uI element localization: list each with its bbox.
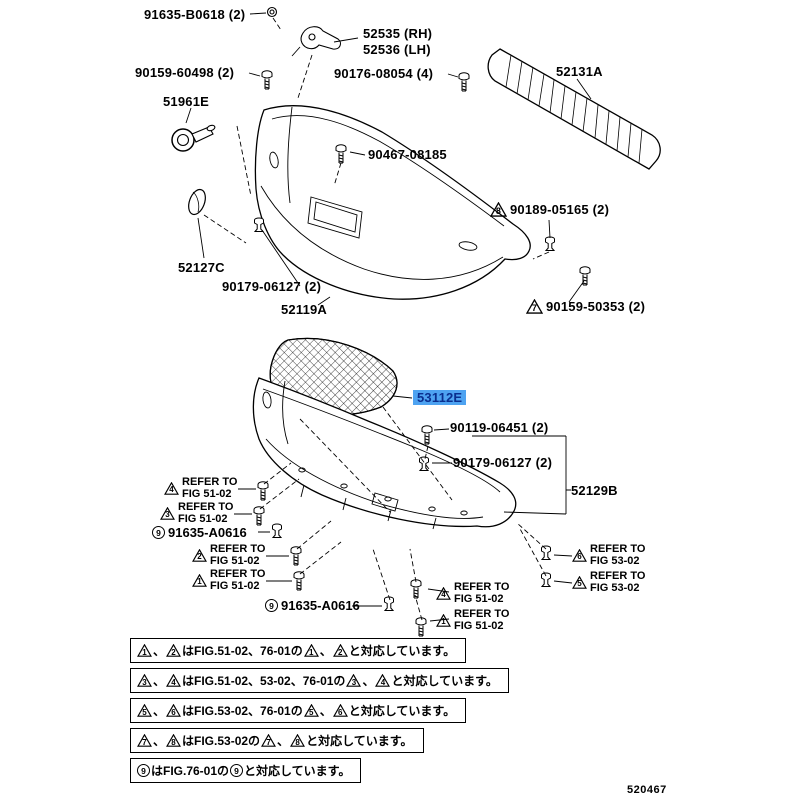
- part-label-91635-a0616-left[interactable]: 9 91635-A0616: [152, 526, 247, 539]
- part-label-52127c[interactable]: 52127C: [178, 260, 225, 275]
- circle-marker: 9: [230, 764, 244, 777]
- reinforcement-bar-drawing: [487, 48, 661, 170]
- triangle-marker: 1: [137, 644, 152, 657]
- warning-triangle-1-icon: 1: [436, 613, 451, 627]
- circle-9-icon: 9: [265, 599, 278, 612]
- circle-9-icon: 9: [152, 526, 165, 539]
- triangle-marker: 2: [166, 644, 181, 657]
- note-row-3: 5 、 6 はFIG.53-02、76-01の 5 、 6 と対応しています。: [130, 698, 467, 723]
- triangle-marker: 3: [137, 674, 152, 687]
- triangle-marker: 7: [261, 734, 277, 747]
- part-label-52535-52536[interactable]: 52535 (RH) 52536 (LH): [363, 26, 432, 58]
- part-number-text: 91635-A0616: [168, 524, 247, 540]
- parts-diagram: [171, 6, 661, 637]
- triangle-marker: 2: [332, 644, 348, 657]
- upper-bumper-drawing: [254, 105, 531, 300]
- warning-triangle-4-icon: 4: [436, 586, 451, 600]
- part-label-52131a[interactable]: 52131A: [556, 64, 603, 79]
- triangle-marker: 6: [166, 704, 181, 717]
- part-number-text: 91635-A0616: [281, 597, 360, 613]
- warning-triangle-5-icon: 5: [572, 575, 587, 589]
- triangle-marker: 4: [166, 674, 181, 687]
- triangle-marker: 4: [375, 674, 391, 687]
- note-row-1: 1 、 2 はFIG.51-02、76-01の 1 、 2 と対応しています。: [130, 638, 467, 663]
- part-label-90189-05165[interactable]: 8 90189-05165 (2): [490, 202, 609, 217]
- bumper-hole-cover-drawing: [188, 188, 206, 216]
- part-label-90179-06127-upper[interactable]: 90179-06127 (2): [222, 279, 322, 294]
- tow-hook-drawing: [171, 124, 216, 152]
- triangle-marker: 7: [137, 734, 152, 747]
- correspondence-notes: 1 、 2 はFIG.51-02、76-01の 1 、 2 と対応しています。 …: [130, 638, 509, 788]
- note-row-5: 9 はFIG.76-01の 9 と対応しています。: [130, 758, 362, 783]
- warning-triangle-4-icon: 4: [164, 481, 179, 495]
- drawing-number: 520467: [627, 784, 667, 796]
- part-label-90159-60498[interactable]: 90159-60498 (2): [135, 65, 235, 80]
- part-label-90176-08054[interactable]: 90176-08054 (4): [334, 66, 434, 81]
- part-label-91635-b0618[interactable]: 91635-B0618 (2): [144, 7, 246, 22]
- note-row-4: 7 、 8 はFIG.53-02の 7 、 8 と対応しています。: [130, 728, 424, 753]
- part-label-53112e-highlighted[interactable]: 53112E: [413, 390, 467, 405]
- retainer-bracket-drawing: [291, 26, 342, 57]
- lower-bumper-drawing: [252, 377, 517, 530]
- part-number-text: 90189-05165 (2): [510, 202, 610, 217]
- part-label-91635-a0616-bottom[interactable]: 9 91635-A0616: [265, 599, 360, 612]
- warning-triangle-1-icon: 1: [192, 573, 207, 587]
- note-row-2: 3 、 4 はFIG.51-02、53-02、76-01の 3 、 4 と対応し…: [130, 668, 509, 693]
- part-number-text: 52536 (LH): [363, 42, 431, 57]
- part-label-90119-06451[interactable]: 90119-06451 (2): [450, 420, 549, 435]
- dashed-lines: [203, 17, 550, 621]
- circle-marker: 9: [137, 764, 150, 777]
- warning-triangle-6-icon: 6: [572, 548, 587, 562]
- triangle-marker: 8: [166, 734, 181, 747]
- warning-triangle-3-icon: 3: [160, 506, 175, 520]
- part-label-52129b[interactable]: 52129B: [571, 483, 618, 498]
- warning-triangle-7-icon: 7: [526, 299, 543, 314]
- triangle-marker: 3: [346, 674, 362, 687]
- leader-lines: [185, 12, 592, 622]
- triangle-marker: 5: [303, 704, 319, 717]
- part-label-51961e[interactable]: 51961E: [163, 94, 210, 109]
- part-label-90179-06127-lower[interactable]: 90179-06127 (2): [453, 455, 553, 470]
- triangle-marker: 6: [332, 704, 348, 717]
- warning-triangle-8-icon: 8: [490, 202, 507, 217]
- triangle-marker: 1: [303, 644, 319, 657]
- triangle-marker: 5: [137, 704, 152, 717]
- triangle-marker: 8: [290, 734, 306, 747]
- part-number-text: 52535 (RH): [363, 26, 433, 41]
- warning-triangle-2-icon: 2: [192, 548, 207, 562]
- part-label-90159-50353[interactable]: 7 90159-50353 (2): [526, 299, 645, 314]
- part-label-52119a[interactable]: 52119A: [281, 302, 328, 317]
- part-number-text: 90159-50353 (2): [546, 299, 646, 314]
- part-label-90467-08185[interactable]: 90467-08185: [368, 147, 447, 162]
